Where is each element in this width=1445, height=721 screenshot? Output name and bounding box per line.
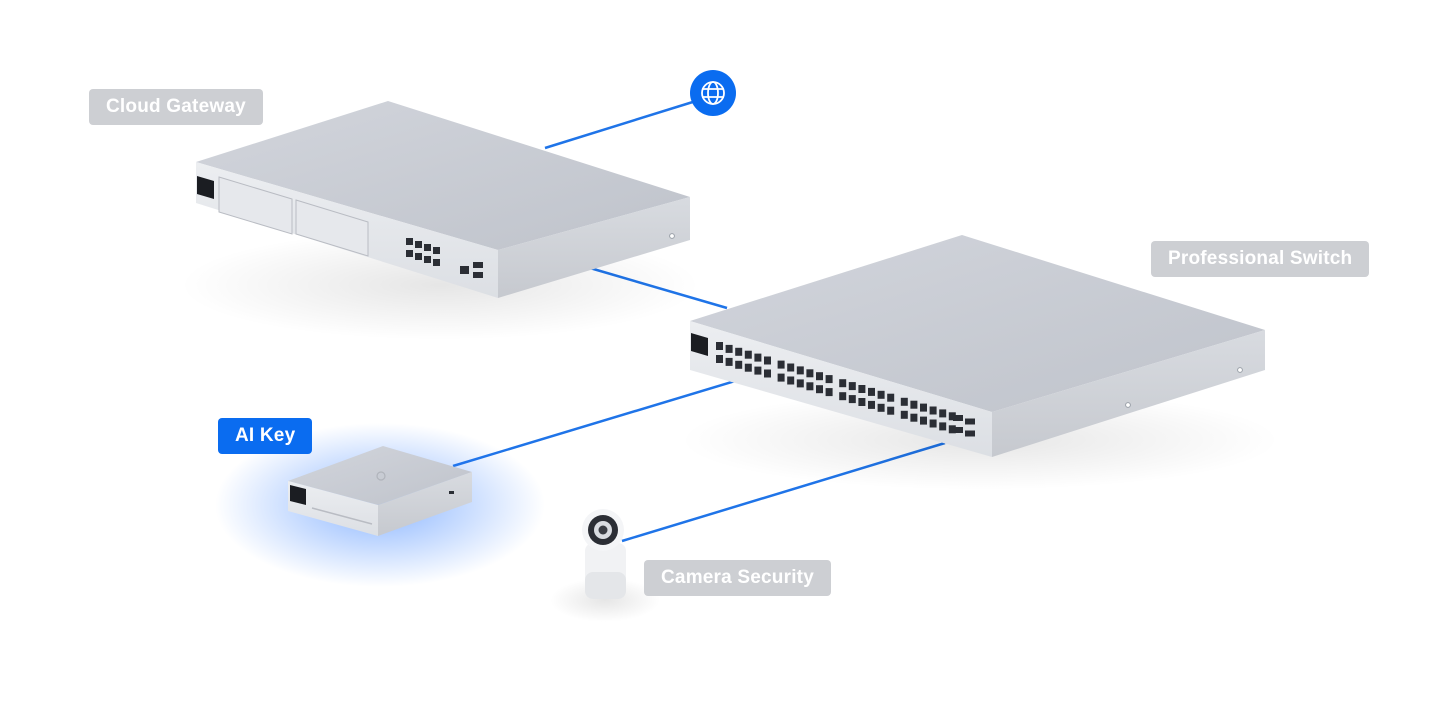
label-camera-security: Camera Security xyxy=(644,560,831,596)
switch-port xyxy=(868,387,875,396)
switch-port xyxy=(848,382,856,391)
switch-port xyxy=(806,369,814,378)
switch-port xyxy=(920,416,927,425)
switch-port xyxy=(858,398,866,406)
switch-port xyxy=(939,409,947,418)
switch-port xyxy=(948,425,956,434)
switch-port xyxy=(929,419,937,428)
label-cloud-gateway: Cloud Gateway xyxy=(89,89,263,125)
switch-port xyxy=(787,363,795,372)
switch-port xyxy=(754,366,762,375)
switch-port xyxy=(725,344,733,353)
switch-port xyxy=(716,355,723,363)
switch-port xyxy=(939,422,947,431)
switch-port xyxy=(735,360,743,369)
ai-key-display-icon xyxy=(290,485,306,505)
switch-port xyxy=(816,372,823,381)
switch-port xyxy=(764,356,771,365)
switch-port xyxy=(839,392,847,401)
switch-display-icon xyxy=(691,333,708,356)
switch-sfp-port xyxy=(953,427,963,433)
switch-port xyxy=(910,400,918,409)
gateway-ports xyxy=(406,238,483,278)
switch-port xyxy=(735,347,743,356)
globe-icon xyxy=(701,81,725,105)
switch-ports xyxy=(716,342,975,437)
cloud-gateway-device[interactable] xyxy=(180,101,700,340)
switch-sfp-port xyxy=(965,418,975,425)
switch-port xyxy=(825,388,833,397)
switch-port xyxy=(744,363,752,372)
ai-key-device[interactable] xyxy=(215,423,545,587)
switch-sfp-port xyxy=(965,430,975,437)
label-professional-switch: Professional Switch xyxy=(1151,241,1370,277)
switch-port xyxy=(877,390,885,399)
switch-port xyxy=(796,379,804,388)
switch-port xyxy=(877,403,885,412)
switch-port xyxy=(787,376,795,385)
internet-node[interactable] xyxy=(690,70,736,116)
switch-port xyxy=(777,373,785,382)
switch-port xyxy=(887,393,895,402)
switch-port xyxy=(764,369,771,378)
switch-port xyxy=(910,413,918,422)
switch-port xyxy=(816,385,823,394)
switch-port xyxy=(868,400,875,409)
gateway-display-icon xyxy=(197,176,214,199)
label-ai-key[interactable]: AI Key xyxy=(218,418,313,454)
switch-port xyxy=(825,375,833,384)
link-gateway-internet xyxy=(544,99,697,150)
switch-port xyxy=(806,382,814,391)
ubiquiti-logo-icon xyxy=(376,471,386,481)
switch-port xyxy=(948,412,956,421)
switch-port xyxy=(858,385,866,393)
switch-port xyxy=(754,353,762,362)
camera-security-device[interactable] xyxy=(550,509,660,622)
switch-port xyxy=(848,395,856,404)
switch-port xyxy=(900,410,908,419)
switch-port xyxy=(777,360,785,369)
switch-port xyxy=(920,403,927,412)
switch-port xyxy=(725,357,733,366)
professional-switch-device[interactable] xyxy=(680,235,1280,490)
switch-port xyxy=(716,342,723,350)
switch-port xyxy=(744,350,752,359)
switch-port xyxy=(839,379,847,388)
switch-port xyxy=(887,406,895,415)
switch-port xyxy=(796,366,804,375)
switch-port xyxy=(929,406,937,415)
switch-port xyxy=(900,397,908,406)
switch-sfp-port xyxy=(953,415,963,421)
